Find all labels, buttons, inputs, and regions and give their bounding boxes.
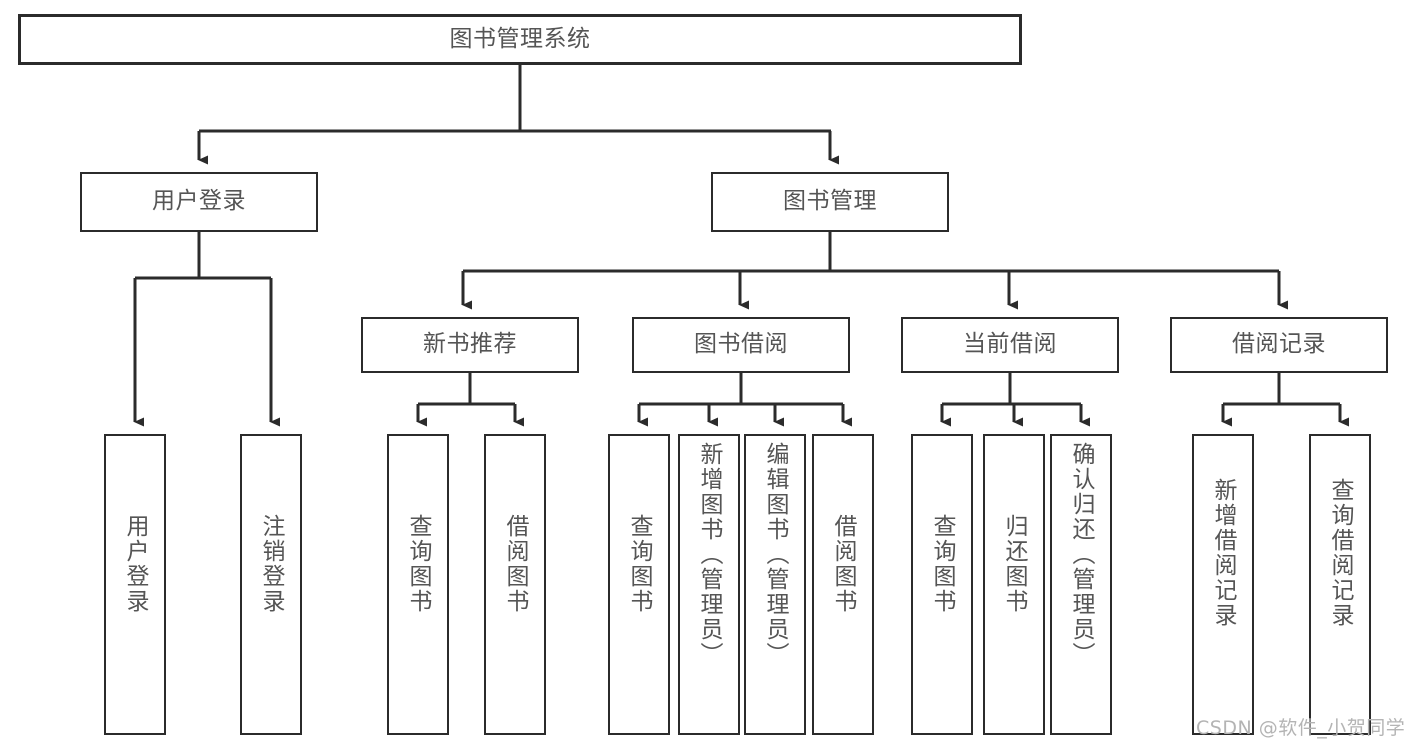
leaf-query-book-borrow[interactable]: 查询图书 bbox=[608, 434, 670, 735]
leaf-user-login-label: 用户登录 bbox=[122, 514, 149, 614]
leaf-confirm-return-admin[interactable]: 确认归还（管理员） bbox=[1050, 434, 1112, 735]
leaf-query-book-recommend-label: 查询图书 bbox=[405, 514, 432, 614]
leaf-query-book-borrow-label: 查询图书 bbox=[626, 514, 653, 614]
node-borrow-record-label: 借阅记录 bbox=[1232, 331, 1326, 358]
leaf-query-book-current[interactable]: 查询图书 bbox=[911, 434, 973, 735]
leaf-add-book-admin-label: 新增图书（管理员） bbox=[696, 442, 723, 667]
leaf-query-borrow-record-label: 查询借阅记录 bbox=[1327, 478, 1354, 628]
node-current-borrow[interactable]: 当前借阅 bbox=[901, 317, 1119, 373]
node-user-login-label: 用户登录 bbox=[152, 188, 246, 215]
leaf-return-book[interactable]: 归还图书 bbox=[983, 434, 1045, 735]
node-new-book-recommend[interactable]: 新书推荐 bbox=[361, 317, 579, 373]
csdn-watermark: CSDN @软件_小贺同学 bbox=[1196, 717, 1405, 739]
leaf-borrow-book-recommend[interactable]: 借阅图书 bbox=[484, 434, 546, 735]
node-book-borrow[interactable]: 图书借阅 bbox=[632, 317, 850, 373]
leaf-add-borrow-record[interactable]: 新增借阅记录 bbox=[1192, 434, 1254, 735]
leaf-add-book-admin[interactable]: 新增图书（管理员） bbox=[678, 434, 740, 735]
leaf-query-borrow-record[interactable]: 查询借阅记录 bbox=[1309, 434, 1371, 735]
leaf-query-book-current-label: 查询图书 bbox=[929, 514, 956, 614]
leaf-borrow-book-label: 借阅图书 bbox=[830, 514, 857, 614]
node-book-borrow-label: 图书借阅 bbox=[694, 331, 788, 358]
leaf-edit-book-admin[interactable]: 编辑图书（管理员） bbox=[744, 434, 806, 735]
leaf-edit-book-admin-label: 编辑图书（管理员） bbox=[762, 442, 789, 667]
leaf-return-book-label: 归还图书 bbox=[1001, 514, 1028, 614]
leaf-confirm-return-admin-label: 确认归还（管理员） bbox=[1068, 442, 1095, 667]
node-root-label: 图书管理系统 bbox=[449, 25, 591, 52]
leaf-query-book-recommend[interactable]: 查询图书 bbox=[387, 434, 449, 735]
leaf-add-borrow-record-label: 新增借阅记录 bbox=[1210, 478, 1237, 628]
node-borrow-record[interactable]: 借阅记录 bbox=[1170, 317, 1388, 373]
node-current-borrow-label: 当前借阅 bbox=[963, 331, 1057, 358]
node-user-login[interactable]: 用户登录 bbox=[80, 172, 318, 232]
leaf-logout[interactable]: 注销登录 bbox=[240, 434, 302, 735]
leaf-borrow-book-recommend-label: 借阅图书 bbox=[502, 514, 529, 614]
node-book-management[interactable]: 图书管理 bbox=[711, 172, 949, 232]
node-new-book-recommend-label: 新书推荐 bbox=[423, 331, 517, 358]
leaf-user-login[interactable]: 用户登录 bbox=[104, 434, 166, 735]
node-root[interactable]: 图书管理系统 bbox=[18, 14, 1022, 65]
node-book-management-label: 图书管理 bbox=[783, 188, 877, 215]
leaf-borrow-book[interactable]: 借阅图书 bbox=[812, 434, 874, 735]
leaf-logout-label: 注销登录 bbox=[258, 514, 285, 614]
